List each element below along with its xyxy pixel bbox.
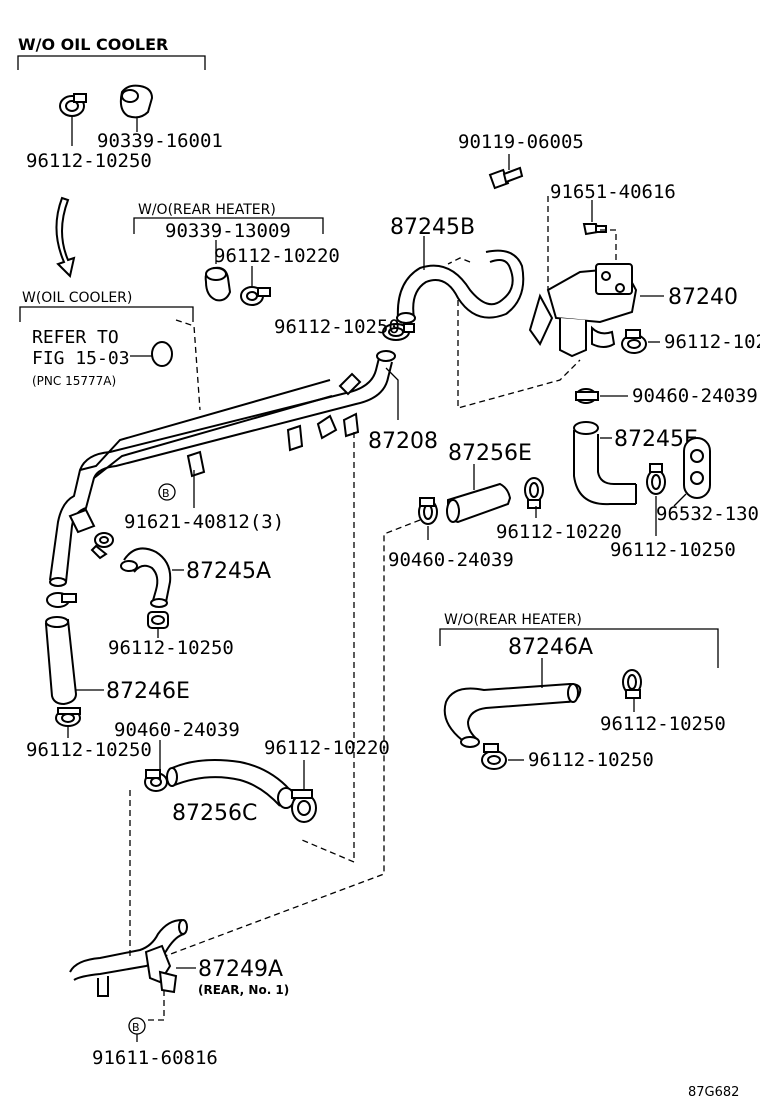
- label-rear-no1: (REAR, No. 1): [198, 983, 289, 997]
- clamp-96112-10250-rh-upper: [622, 669, 642, 699]
- bolt-marker-b-lower: B: [128, 1017, 146, 1035]
- clamp-96112-10250-mid: [382, 323, 415, 341]
- hose-87245b: [396, 249, 525, 324]
- refer-line-2: FIG 15-03: [32, 348, 130, 369]
- label-91621-40812: 91621-40812(3): [124, 511, 284, 533]
- clamp-96112-10250-top: [59, 93, 87, 117]
- dashed-leader: [175, 319, 201, 411]
- header-w-oil-cooler-text: W(OIL COOLER): [22, 290, 132, 306]
- label-87240: 87240: [668, 285, 738, 310]
- clamp-96112-10220-mid: [524, 477, 544, 509]
- header-wo-rear-heater-1: W/O(REAR HEATER): [133, 202, 324, 234]
- label-90339-16001: 90339-16001: [97, 130, 223, 152]
- dashed-leader: [457, 300, 581, 409]
- label-96112-10250: 96112-10250: [610, 539, 736, 561]
- label-96112-10220: 96112-10220: [264, 737, 390, 759]
- hose-87245e: [573, 421, 637, 506]
- header-bracket: [133, 217, 324, 234]
- figure-code: 87G682: [688, 1085, 739, 1100]
- label-87256c: 87256C: [172, 801, 257, 826]
- hose-87256e: [446, 482, 512, 524]
- hose-90339-16001: [119, 84, 154, 119]
- hose-87245a: [120, 547, 172, 608]
- arrow-icon: [55, 196, 76, 278]
- oil-cooler-hose-ref: [151, 341, 173, 367]
- label-90460-24039: 90460-24039: [388, 549, 514, 571]
- label-90460-24039: 90460-24039: [114, 719, 240, 741]
- label-87246e: 87246E: [106, 679, 190, 704]
- label-96112-10250: 96112-10250: [274, 316, 400, 338]
- clamp-small-87246e-top: [46, 592, 77, 608]
- leader-line: [673, 493, 687, 507]
- label-87245a: 87245A: [186, 559, 271, 584]
- label-87249a: 87249A: [198, 957, 283, 982]
- label-96112-10250: 96112-10250: [528, 749, 654, 771]
- dashed-leader: [600, 229, 617, 262]
- label-87245b: 87245B: [390, 215, 475, 240]
- clamp-96112-10250-87245a: [147, 611, 169, 629]
- label-90460-24039: 90460-24039: [632, 385, 758, 407]
- label-96112-10250: 96112-10250: [26, 150, 152, 172]
- label-96112-10220: 96112-10220: [214, 245, 340, 267]
- hose-90339-13009: [204, 266, 232, 302]
- header-wo-oil-cooler: W/O OIL COOLER: [17, 35, 206, 70]
- label-96112-10250: 96112-10250: [108, 637, 234, 659]
- header-bracket: [17, 55, 206, 70]
- label-96112-102: 96112-102: [664, 331, 760, 353]
- label-96112-10220: 96112-10220: [496, 521, 622, 543]
- label-91611-60816: 91611-60816: [92, 1047, 218, 1069]
- label-96532-1301: 96532-1301: [656, 503, 760, 525]
- hose-87256c: [166, 759, 295, 809]
- pipe-87249a: [69, 919, 188, 997]
- clamp-90460-24039-right: [575, 388, 599, 404]
- clamp-96112-10250-right: [646, 463, 666, 495]
- label-90339-13009: 90339-13009: [165, 220, 291, 242]
- header-bracket: [19, 306, 194, 322]
- header-w-oil-cooler: W(OIL COOLER): [19, 290, 194, 322]
- refer-line-3: (PNC 15777A): [32, 374, 116, 388]
- bolt-marker-b-upper: B: [158, 483, 176, 501]
- dashed-leader: [447, 257, 471, 265]
- clamp-small-pipe-end: [90, 532, 114, 560]
- label-87208: 87208: [368, 429, 438, 454]
- clamp-96112-10250-rh-lower: [481, 743, 507, 770]
- label-91651-40616: 91651-40616: [550, 181, 676, 203]
- header-wo-oil-cooler-text: W/O OIL COOLER: [18, 35, 168, 54]
- refer-line-1: REFER TO: [32, 327, 119, 348]
- clamp-96112-10220-upper: [240, 286, 271, 306]
- grommet-96532-1301: [683, 437, 711, 499]
- header-wo-rear-heater-text: W/O(REAR HEATER): [138, 202, 276, 218]
- clamp-90460-24039-lower: [144, 769, 168, 792]
- svg-text:B: B: [162, 487, 170, 500]
- clamp-90460-24039-mid: [418, 497, 438, 525]
- label-96112-10250: 96112-10250: [600, 713, 726, 735]
- header-wo-rear-heater-2: W/O(REAR HEATER): [439, 612, 719, 646]
- svg-text:B: B: [132, 1021, 140, 1034]
- screw-91651-40616: [582, 223, 607, 236]
- leader-line: [385, 367, 399, 420]
- clamp-96112-10220-lower: [291, 789, 317, 823]
- bolt-90119-06005: [488, 166, 524, 190]
- header-bracket: [439, 628, 719, 646]
- valve-87240: [528, 263, 638, 358]
- hose-87246a: [443, 682, 582, 748]
- clamp-96112-102-right: [621, 329, 647, 354]
- hose-87246e: [44, 616, 78, 706]
- dashed-leader: [146, 990, 165, 1021]
- label-90119-06005: 90119-06005: [458, 131, 584, 153]
- clamp-96112-10250-87246e: [55, 707, 81, 727]
- dashed-leader: [301, 432, 355, 863]
- label-87246a: 87246A: [508, 635, 593, 660]
- label-96112-10250: 96112-10250: [26, 739, 152, 761]
- pipe-87208: [49, 350, 396, 587]
- header-wo-rear-heater-text: W/O(REAR HEATER): [444, 612, 582, 628]
- label-87256e: 87256E: [448, 441, 532, 466]
